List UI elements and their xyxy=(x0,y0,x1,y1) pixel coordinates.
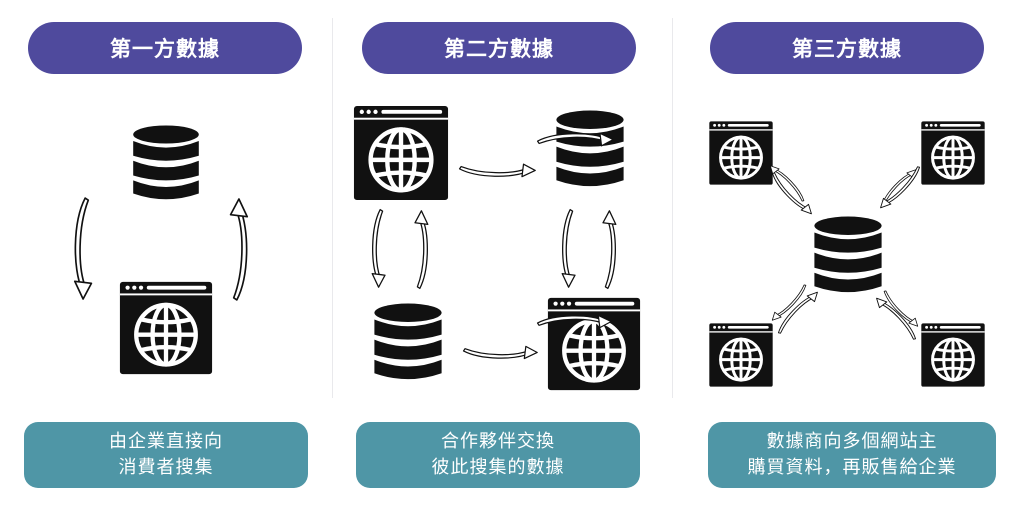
panel-2-title-text: 第二方數據 xyxy=(444,37,554,61)
panel-3-caption: 數據商向多個網站主 購買資料，再販售給企業 xyxy=(708,422,996,488)
curved-arrow-icon xyxy=(414,210,429,290)
website-globe-icon xyxy=(354,106,448,200)
panel-1-title: 第一方數據 xyxy=(28,22,302,74)
database-icon xyxy=(556,110,624,187)
curved-arrow-icon xyxy=(766,162,809,204)
curved-arrow-icon xyxy=(872,294,921,342)
curved-arrow-icon xyxy=(73,197,93,300)
website-globe-icon xyxy=(708,120,774,186)
panel-3-caption-line-1: 數據商向多個網站主 xyxy=(766,430,938,452)
panel-3-title-text: 第三方數據 xyxy=(792,37,902,61)
website-globe-icon xyxy=(708,322,774,388)
panel-2-title: 第二方數據 xyxy=(362,22,636,74)
website-globe-icon xyxy=(548,298,640,390)
panel-3-title: 第三方數據 xyxy=(710,22,984,74)
curved-arrow-icon xyxy=(561,208,576,288)
panel-2-caption: 合作夥伴交換 彼此搜集的數據 xyxy=(356,422,640,488)
curved-arrow-icon xyxy=(602,210,617,290)
database-icon xyxy=(133,125,199,200)
panel-2-caption-line-1: 合作夥伴交換 xyxy=(441,430,555,452)
panel-1-title-text: 第一方數據 xyxy=(110,37,220,61)
curved-arrow-icon xyxy=(458,163,536,178)
curved-arrow-icon xyxy=(229,198,249,301)
panel-3-caption-line-2: 購買資料，再販售給企業 xyxy=(747,457,957,478)
curved-arrow-icon xyxy=(876,164,925,212)
website-globe-icon xyxy=(120,282,212,374)
divider-1 xyxy=(332,18,333,398)
curved-arrow-icon xyxy=(879,288,922,330)
database-icon xyxy=(814,216,882,293)
panel-1-caption: 由企業直接向 消費者搜集 xyxy=(24,422,308,488)
panel-1-caption-line-2: 消費者搜集 xyxy=(118,457,214,478)
curved-arrow-icon xyxy=(371,208,386,288)
divider-2 xyxy=(672,18,673,398)
panel-2-caption-line-2: 彼此搜集的數據 xyxy=(431,457,565,478)
panel-1-caption-line-1: 由企業直接向 xyxy=(109,430,223,452)
website-globe-icon xyxy=(920,120,986,186)
curved-arrow-icon xyxy=(767,170,816,218)
website-globe-icon xyxy=(920,322,986,388)
curved-arrow-icon xyxy=(462,345,538,360)
database-icon xyxy=(374,303,442,380)
